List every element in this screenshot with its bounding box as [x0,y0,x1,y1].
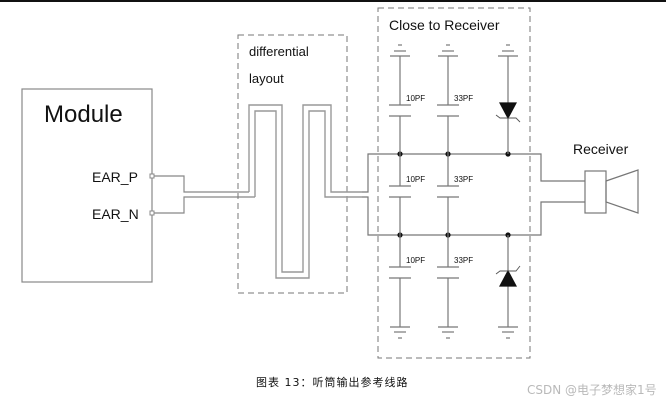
cap-value-label: 33PF [454,256,473,265]
differential-label-line2: layout [249,71,284,86]
capacitor-icon [389,235,411,327]
tvs-diode-icon [495,56,521,154]
middle-row-components [389,154,459,235]
trace-outer [248,104,362,273]
watermark: CSDN @电子梦想家1号 [527,383,657,397]
receiver-label: Receiver [573,141,629,157]
wire-ear-n [154,196,255,214]
module-title: Module [44,101,123,128]
module-box [21,88,153,283]
receiver-bus [362,153,585,236]
ground-icon [438,44,458,57]
wire-ear-p [154,175,249,193]
capacitor-icon [389,56,411,154]
ground-icon [498,44,518,57]
cap-value-label: 10PF [406,256,425,265]
module-block: Module EAR_P EAR_N [21,88,155,283]
tvs-diode-icon [495,235,521,327]
module-output-wires [154,175,255,214]
ground-icon [390,44,410,57]
differential-label-line1: differential [249,44,309,59]
trace-inner [254,110,362,279]
junctions [397,151,511,238]
capacitor-icon [389,154,411,235]
pin-label-ear-n: EAR_N [92,206,139,222]
cap-value-label: 10PF [406,175,425,184]
differential-trace-pair [248,104,362,279]
cap-value-label: 33PF [454,175,473,184]
close-to-receiver-region [377,7,531,359]
top-border [0,0,666,2]
cap-value-label: 10PF [406,94,425,103]
pin-ear-n [149,210,155,216]
ground-icon [498,326,518,339]
top-row-components [389,44,521,154]
differential-layout-region [237,34,348,294]
capacitor-icon [437,56,459,154]
capacitor-icon [437,154,459,235]
ground-icon [438,326,458,339]
figure-caption: 图表 13：听筒输出参考线路 [256,376,409,389]
ground-icon [390,326,410,339]
close-to-receiver-label: Close to Receiver [389,17,500,33]
bus-positive [362,153,585,193]
capacitor-icon [437,235,459,327]
pin-ear-p [149,173,155,179]
cap-value-label: 33PF [454,94,473,103]
pin-label-ear-p: EAR_P [92,169,138,185]
bus-negative [362,196,585,236]
bottom-row-components [389,235,521,339]
receiver-speaker-icon [584,169,639,214]
